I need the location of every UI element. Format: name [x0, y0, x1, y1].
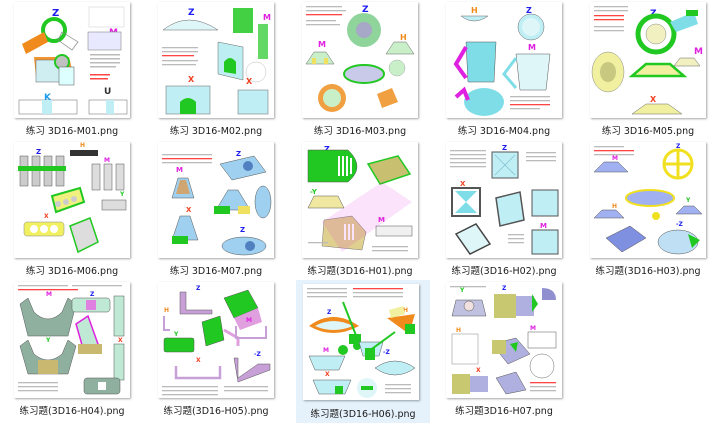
svg-text:Z: Z	[526, 6, 532, 15]
image-thumbnail: Z H M Y X	[14, 142, 130, 258]
svg-text:M: M	[540, 222, 547, 230]
image-thumbnail: Y Z M H X	[446, 282, 562, 398]
svg-text:Y: Y	[459, 287, 465, 294]
file-item[interactable]: M Z Y X 练习题(3D16-H04).png	[5, 280, 139, 420]
svg-text:Z: Z	[327, 309, 332, 316]
svg-text:X: X	[650, 95, 657, 104]
file-item[interactable]: Z H M Y X 练习 3D16-M06.png	[5, 140, 139, 280]
svg-text:Z: Z	[502, 285, 507, 292]
image-thumbnail: Z M H	[302, 2, 418, 118]
file-item[interactable]: Z M K U 练习 3D16-M01.png	[5, 0, 139, 140]
svg-text:Y: Y	[119, 191, 125, 198]
svg-text:M: M	[530, 325, 536, 332]
file-name: 练习题(3D16-H04).png	[19, 406, 125, 417]
svg-text:H: H	[400, 33, 407, 42]
svg-text:Z: Z	[90, 291, 95, 298]
file-item[interactable]: Z M X 练习 3D16-M05.png	[581, 0, 715, 140]
svg-text:X: X	[118, 337, 123, 344]
svg-text:M: M	[612, 155, 618, 162]
svg-text:M: M	[176, 166, 183, 174]
image-thumbnail: Z M X	[590, 2, 706, 118]
file-name: 练习题(3D16-H02).png	[451, 266, 557, 277]
svg-text:Z: Z	[36, 148, 41, 156]
file-name: 练习题(3D16-H05).png	[163, 406, 269, 417]
image-thumbnail: H Z M	[446, 2, 562, 118]
file-item-selected[interactable]: Z H M -Z X	[296, 280, 430, 423]
svg-text:Z: Z	[188, 8, 195, 18]
image-thumbnail: Z H M -Z X	[303, 284, 419, 400]
svg-text:H: H	[612, 203, 617, 210]
file-item[interactable]: Z -Y M 练习题(3D16-H01).png	[293, 140, 427, 280]
svg-text:M: M	[323, 347, 329, 354]
svg-text:M: M	[263, 13, 271, 22]
file-item[interactable]: Z M H Y -Z 练习题(3D16-H03).png	[581, 140, 715, 280]
svg-text:-Z: -Z	[254, 351, 261, 358]
svg-text:M: M	[104, 157, 110, 164]
svg-text:M: M	[318, 40, 326, 49]
file-name: 练习 3D16-M02.png	[169, 126, 263, 137]
svg-text:X: X	[44, 213, 49, 220]
svg-text:H: H	[80, 142, 85, 149]
svg-text:Z: Z	[52, 8, 59, 19]
svg-text:Z: Z	[362, 5, 369, 15]
svg-text:-Z: -Z	[383, 349, 390, 356]
file-item[interactable]: Y Z M H X	[437, 280, 571, 420]
svg-text:X: X	[188, 75, 195, 84]
image-thumbnail: M Z Y X	[14, 282, 130, 398]
svg-text:Z: Z	[502, 144, 507, 152]
svg-text:M: M	[528, 43, 536, 52]
file-name: 练习 3D16-M06.png	[25, 266, 119, 277]
svg-text:H: H	[403, 307, 408, 314]
image-thumbnail: Z M K U	[14, 2, 130, 118]
file-item[interactable]: H Z M 练习 3D16-M04.png	[437, 0, 571, 140]
svg-text:Z: Z	[236, 150, 241, 158]
image-thumbnail: Z X M	[446, 142, 562, 258]
image-thumbnail: Z M X X	[158, 2, 274, 118]
svg-text:-Y: -Y	[310, 188, 318, 196]
svg-text:Z: Z	[240, 226, 245, 234]
svg-text:X: X	[476, 367, 481, 374]
svg-text:H: H	[164, 307, 169, 314]
image-thumbnail: Z M X Z	[158, 142, 274, 258]
svg-text:X: X	[196, 357, 201, 364]
file-item[interactable]: Z M X Z 练习 3D16-M07.png	[149, 140, 283, 280]
file-name: 练习 3D16-M03.png	[313, 126, 407, 137]
svg-text:M: M	[694, 47, 703, 57]
file-name: 练习题3D16-H07.png	[455, 406, 553, 417]
file-name: 练习 3D16-M05.png	[601, 126, 695, 137]
svg-text:K: K	[44, 93, 52, 103]
svg-text:M: M	[378, 216, 385, 224]
image-thumbnail: Z M H Y -Z	[590, 142, 706, 258]
image-thumbnail: Z H M Y X -Z	[158, 282, 274, 398]
svg-text:X: X	[460, 180, 466, 188]
file-name: 练习题(3D16-H03).png	[595, 266, 701, 277]
svg-text:M: M	[246, 317, 252, 324]
file-item[interactable]: Z X M 练习题(3D16-H02).png	[437, 140, 571, 280]
svg-text:X: X	[246, 77, 253, 86]
svg-text:Z: Z	[196, 285, 201, 292]
image-thumbnail: Z -Y M	[302, 142, 418, 258]
svg-text:M: M	[46, 291, 52, 298]
svg-text:Y: Y	[685, 197, 691, 204]
file-item[interactable]: Z H M Y X -Z 练习题(3D16-H05).png	[149, 280, 283, 420]
svg-text:U: U	[104, 87, 111, 97]
svg-text:Y: Y	[45, 337, 51, 344]
svg-text:H: H	[456, 327, 461, 334]
svg-text:-Z: -Z	[676, 221, 683, 228]
file-item[interactable]: Z M X X 练习 3D16-M02.png	[149, 0, 283, 140]
svg-text:H: H	[471, 6, 478, 15]
file-name: 练习题(3D16-H01).png	[307, 266, 413, 277]
svg-text:Y: Y	[173, 331, 179, 338]
file-name: 练习题(3D16-H06).png	[310, 409, 416, 420]
svg-text:Z: Z	[324, 145, 330, 154]
file-name: 练习 3D16-M04.png	[457, 126, 551, 137]
file-name: 练习 3D16-M01.png	[25, 126, 119, 137]
svg-text:X: X	[325, 371, 330, 378]
file-name: 练习 3D16-M07.png	[169, 266, 263, 277]
svg-text:X: X	[186, 206, 192, 214]
svg-text:Z: Z	[676, 143, 681, 150]
file-item[interactable]: Z M H 练习 3D16-M03.png	[293, 0, 427, 140]
